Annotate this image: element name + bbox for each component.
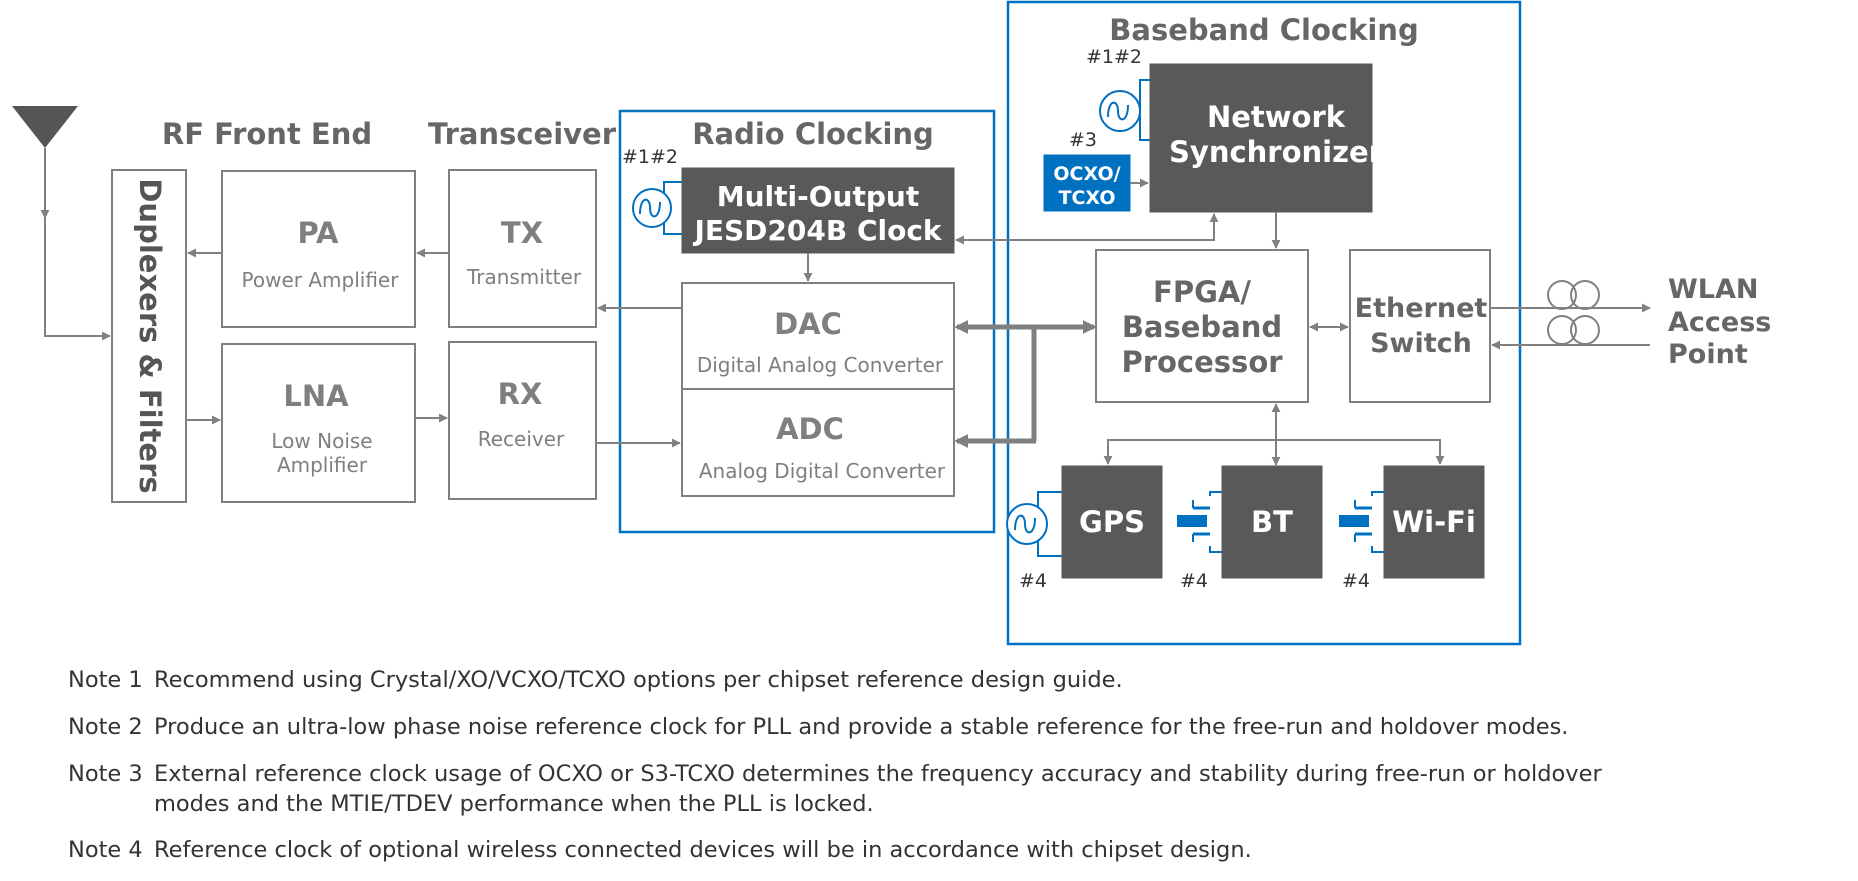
- jesd-clock-line-1: Multi-Output: [717, 180, 919, 213]
- lna-title: LNA: [283, 379, 349, 413]
- radio-clocking-region: [618, 109, 996, 534]
- fpga-line-2: Baseband: [1122, 310, 1282, 344]
- bt-ref: #4: [1180, 570, 1208, 592]
- gps-block: [1061, 465, 1163, 579]
- duplexer-block: [111, 169, 187, 503]
- rf-front-end-title: RF Front End: [162, 117, 372, 151]
- fpga-line-1: FPGA/: [1153, 275, 1251, 309]
- transformer-icon: [1547, 280, 1600, 310]
- wifi-block: [1383, 465, 1485, 579]
- ocxo-line-1: OCXO/: [1053, 163, 1120, 185]
- fpga-block: [1095, 249, 1309, 403]
- note-3: Note 3 External reference clock usage of …: [68, 759, 1602, 819]
- dac-title: DAC: [774, 307, 842, 341]
- note-text: External reference clock usage of OCXO o…: [154, 761, 1602, 787]
- note-text-continued: modes and the MTIE/TDEV performance when…: [154, 791, 874, 817]
- lna-subtitle-line-2: Amplifier: [277, 453, 368, 477]
- wifi-ref: #4: [1342, 570, 1370, 592]
- wlan-line-3: Point: [1668, 339, 1748, 370]
- note-text: Recommend using Crystal/XO/VCXO/TCXO opt…: [154, 667, 1123, 693]
- jesd-clock-block: [681, 167, 955, 254]
- note-label: Note 2: [68, 714, 143, 740]
- pa-title: PA: [297, 216, 339, 250]
- wlan-line-1: WLAN: [1668, 274, 1758, 305]
- gps-ref: #4: [1019, 570, 1047, 592]
- note-2: Note 2 Produce an ultra-low phase noise r…: [68, 712, 1568, 742]
- adc-subtitle: Analog Digital Converter: [699, 459, 946, 483]
- ocxo-ref: #3: [1069, 129, 1097, 151]
- rx-title: RX: [498, 377, 543, 411]
- ethernet-line-1: Ethernet: [1355, 293, 1488, 324]
- note-text: Reference clock of optional wireless con…: [154, 837, 1252, 863]
- wifi-label: Wi-Fi: [1392, 505, 1476, 539]
- wireless-bus-right: [1276, 439, 1445, 465]
- network-sync-line-1: Network: [1207, 100, 1346, 134]
- bt-block: [1221, 465, 1323, 579]
- tx-block: [448, 169, 597, 328]
- network-sync-block: [1149, 63, 1373, 213]
- note-label: Note 4: [68, 837, 143, 863]
- radio-clock-ref: #1#2: [622, 146, 678, 168]
- tx-title: TX: [501, 216, 543, 250]
- gps-label: GPS: [1079, 505, 1145, 539]
- dac-subtitle: Digital Analog Converter: [697, 353, 944, 377]
- network-sync-ref: #1#2: [1086, 46, 1142, 68]
- transformer-icon: [1547, 315, 1600, 345]
- oscillator-icon: [632, 188, 672, 228]
- note-label: Note 1: [68, 667, 143, 693]
- pa-subtitle: Power Amplifier: [242, 268, 400, 292]
- ocxo-line-2: TCXO: [1058, 187, 1115, 209]
- lna-subtitle-line-1: Low Noise: [271, 429, 372, 453]
- baseband-clocking-region: [1006, 0, 1522, 646]
- note-1: Note 1 Recommend using Crystal/XO/VCXO/TC…: [68, 665, 1123, 695]
- duplexer-label: Duplexers & Filters: [133, 178, 167, 493]
- ocxo-block: [1043, 154, 1131, 212]
- note-text: Produce an ultra-low phase noise referen…: [154, 714, 1569, 740]
- crystal-icon: [1177, 491, 1222, 553]
- tx-subtitle: Transmitter: [466, 265, 582, 289]
- network-sync-line-2: Synchronizer: [1169, 135, 1384, 169]
- wireless-bus-left: [1103, 439, 1276, 465]
- crystal-icon: [1339, 491, 1384, 553]
- ethernet-block: [1349, 249, 1491, 403]
- adc-block: [681, 388, 955, 497]
- bt-label: BT: [1251, 505, 1293, 539]
- antenna-icon: [12, 106, 78, 148]
- transceiver-title: Transceiver: [428, 117, 617, 151]
- ethernet-line-2: Switch: [1370, 328, 1472, 359]
- dac-block: [681, 282, 955, 390]
- oscillator-icon: [1006, 503, 1048, 545]
- clocking-block-diagram: RF Front End Transceiver Radio Clocking …: [12, 0, 1771, 646]
- rx-subtitle: Receiver: [478, 427, 565, 451]
- adc-title: ADC: [776, 412, 844, 446]
- rx-block: [448, 341, 597, 500]
- wlan-line-2: Access: [1668, 307, 1771, 338]
- jesd-clock-line-2: JESD204B Clock: [692, 214, 942, 247]
- lna-block: [221, 343, 416, 503]
- pa-block: [221, 170, 416, 328]
- fpga-line-3: Processor: [1121, 345, 1283, 379]
- radio-clocking-title: Radio Clocking: [692, 117, 934, 151]
- note-label: Note 3: [68, 761, 143, 787]
- antenna-to-duplexer-line: [44, 218, 111, 341]
- note-4: Note 4 Reference clock of optional wirele…: [68, 835, 1252, 865]
- baseband-clocking-title: Baseband Clocking: [1109, 13, 1418, 47]
- jesd-sync-link: [955, 213, 1219, 245]
- oscillator-icon: [1099, 90, 1141, 132]
